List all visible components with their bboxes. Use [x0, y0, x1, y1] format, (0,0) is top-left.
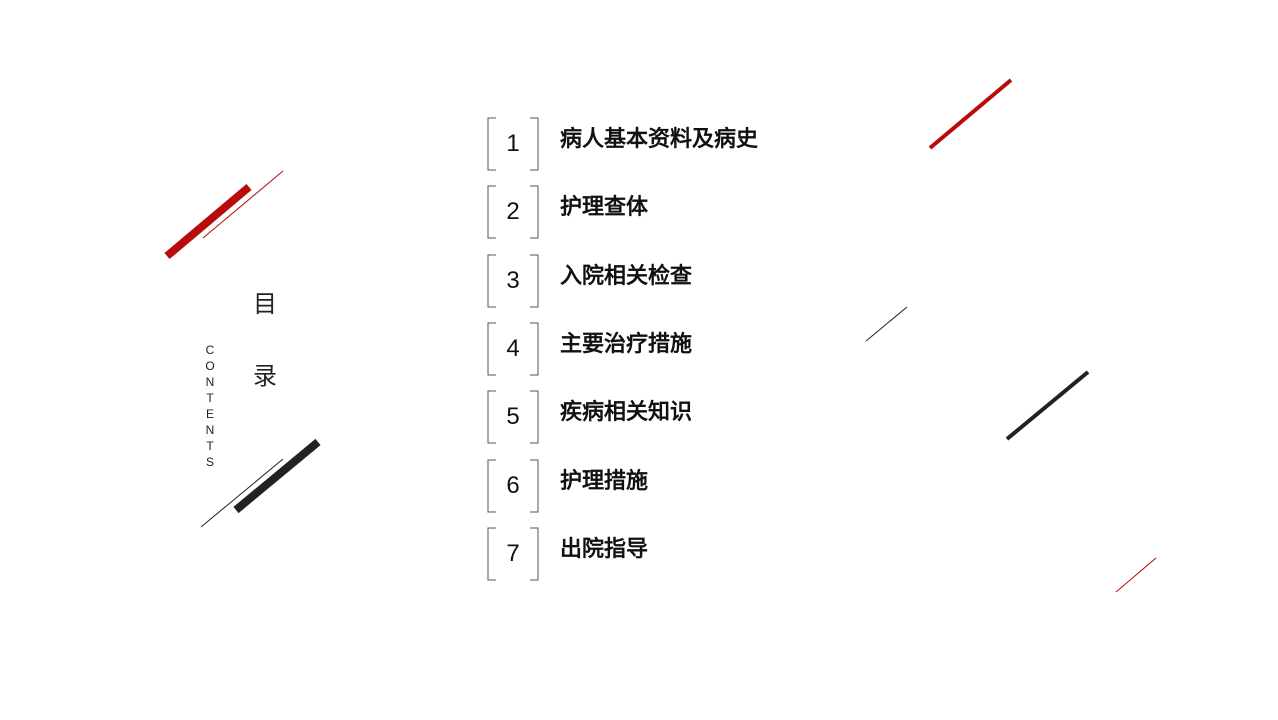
toc-item[interactable]: 1 病人基本资料及病史 [486, 117, 906, 171]
item-number: 2 [506, 198, 520, 225]
number-badge: 6 [486, 459, 540, 513]
item-number: 3 [506, 267, 520, 294]
stripe-dark-thin-right [865, 306, 908, 342]
stripe-dark-thin-left [200, 458, 284, 528]
bracket-frame-icon [487, 390, 539, 444]
number-badge: 4 [486, 322, 540, 376]
stripe-red-thin-right [1115, 557, 1157, 593]
number-badge: 7 [486, 527, 540, 581]
stripe-dark-right [1005, 370, 1090, 441]
stripe-red-right-top [928, 78, 1013, 150]
item-label: 疾病相关知识 [560, 400, 693, 425]
bracket-frame-icon [487, 185, 539, 239]
number-badge: 1 [486, 117, 540, 171]
toc-item[interactable]: 5 疾病相关知识 [486, 390, 906, 444]
toc-item[interactable]: 4 主要治疗措施 [486, 322, 906, 376]
number-badge: 5 [486, 390, 540, 444]
number-badge: 2 [486, 185, 540, 239]
item-number: 6 [506, 472, 520, 499]
toc-item[interactable]: 2 护理查体 [486, 185, 906, 239]
bracket-frame-icon [487, 527, 539, 581]
contents-subtitle: CONTENTS [205, 343, 215, 469]
bracket-frame-icon [487, 322, 539, 376]
item-label: 护理查体 [560, 195, 649, 220]
item-label: 护理措施 [560, 469, 649, 494]
title-char-1: 目 [253, 290, 277, 318]
bracket-frame-icon [487, 117, 539, 171]
title-char-2: 录 [253, 362, 277, 390]
item-label: 入院相关检查 [560, 264, 693, 289]
toc-item[interactable]: 6 护理措施 [486, 459, 906, 513]
item-number: 7 [506, 540, 520, 567]
stripe-red-thick-left [164, 183, 252, 260]
item-label: 出院指导 [560, 537, 649, 562]
bracket-frame-icon [487, 459, 539, 513]
item-number: 1 [506, 130, 520, 157]
item-number: 4 [506, 335, 520, 362]
item-label: 主要治疗措施 [560, 332, 693, 357]
item-label: 病人基本资料及病史 [560, 127, 759, 152]
toc-item[interactable]: 3 入院相关检查 [486, 254, 906, 308]
number-badge: 3 [486, 254, 540, 308]
stripe-red-thin-left [202, 170, 284, 239]
toc-item[interactable]: 7 出院指导 [486, 527, 906, 581]
bracket-frame-icon [487, 254, 539, 308]
item-number: 5 [506, 403, 520, 430]
stripe-dark-thick-left [233, 438, 321, 514]
